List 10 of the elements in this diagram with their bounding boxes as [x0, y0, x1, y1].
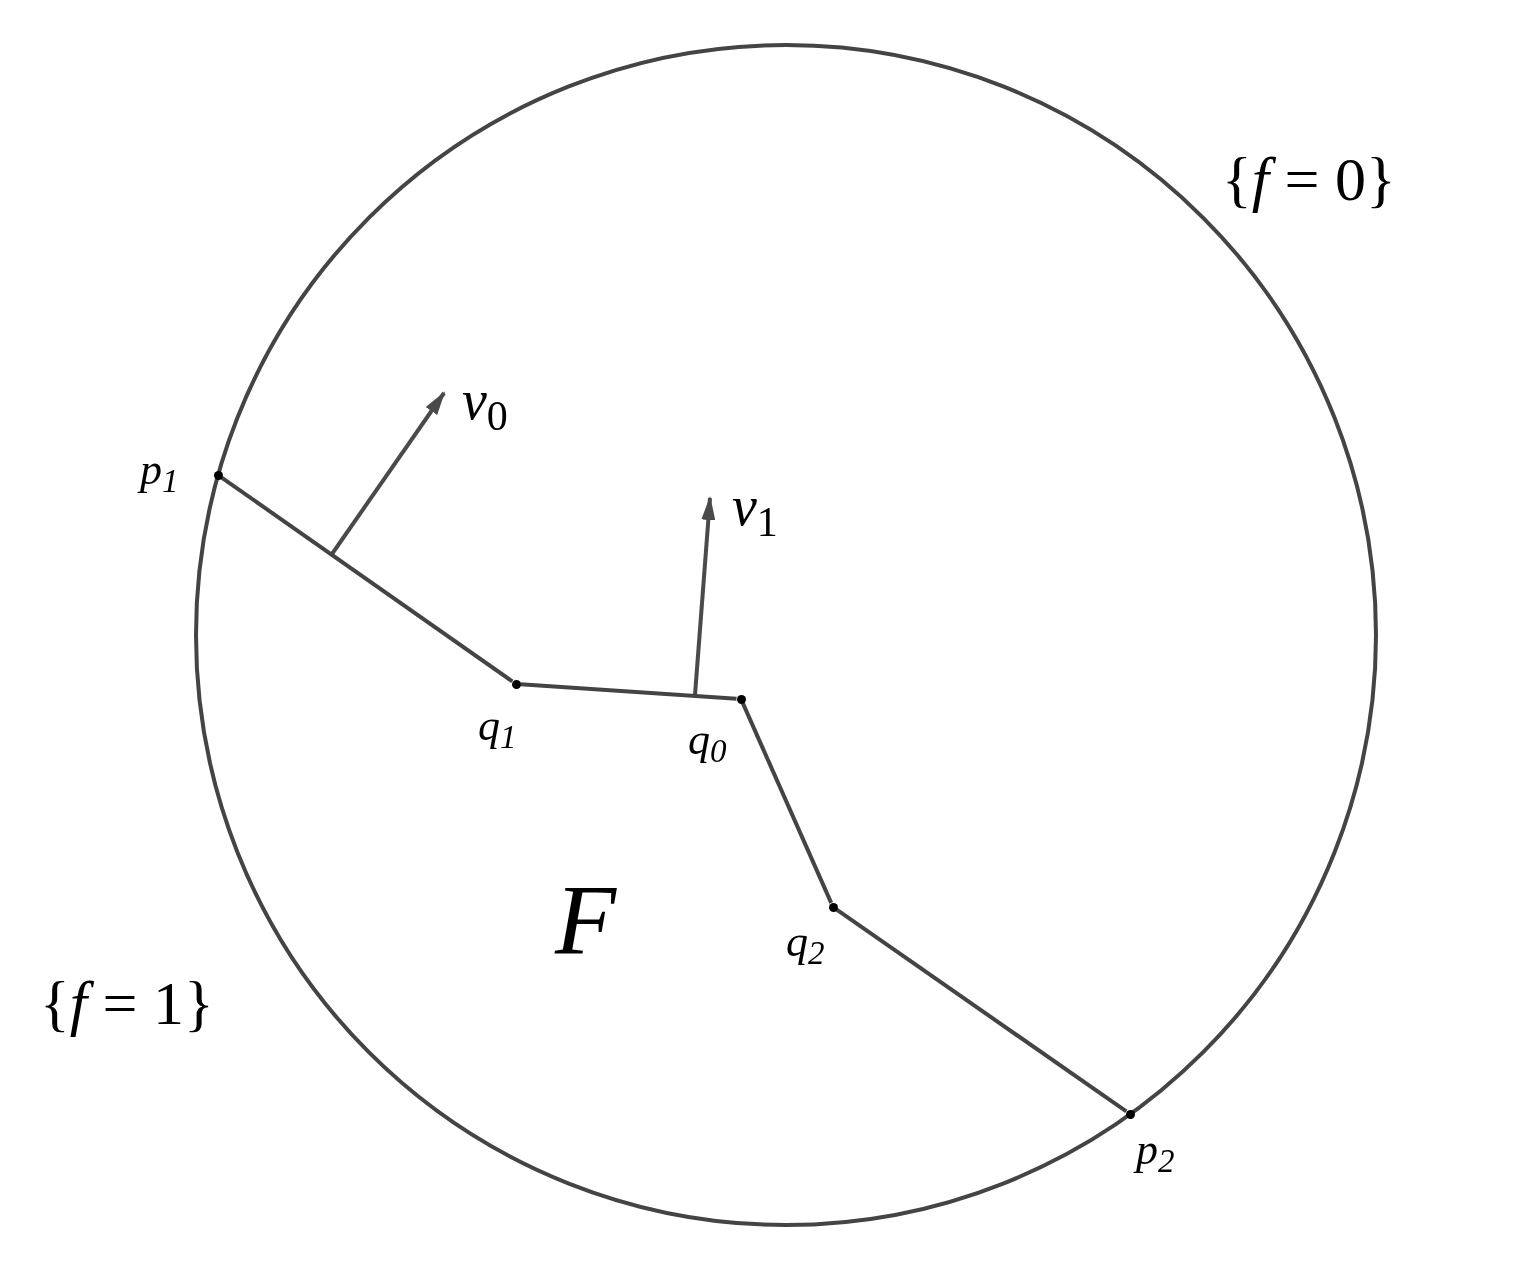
point-label: q$_{1}$ — [478, 704, 517, 748]
math-label: ν$_{0}$ — [462, 372, 508, 428]
line-segment — [220, 475, 514, 684]
line-segment — [741, 702, 833, 904]
math-label: F — [555, 870, 617, 970]
point-label: q$_{0}$ — [688, 718, 727, 762]
line-segment — [835, 907, 1128, 1114]
point-label: q$_{2}$ — [786, 920, 825, 964]
math-label: ν$_{1}$ — [732, 478, 778, 534]
line-segment — [520, 682, 737, 701]
